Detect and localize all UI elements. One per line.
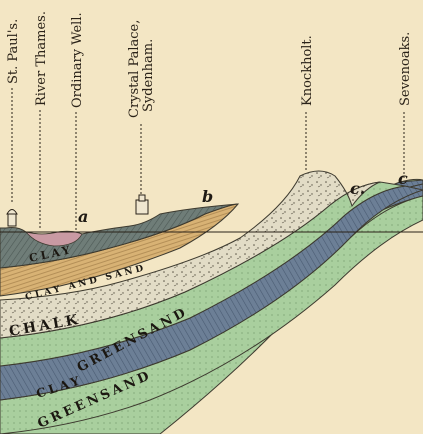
label-knockholt: Knockholt. <box>300 35 315 106</box>
label-sevenoaks: Sevenoaks. <box>398 32 413 106</box>
marker-c-first: c. <box>350 179 365 198</box>
marker-c-second: c <box>398 169 408 188</box>
marker-a: a <box>78 207 88 226</box>
label-st-pauls: St. Paul's. <box>6 19 21 84</box>
marker-b: b <box>202 187 213 206</box>
label-ordinary-well: Ordinary Well. <box>70 12 85 108</box>
label-crystal-palace-line2: Sydenham. <box>141 39 156 112</box>
st-pauls-icon <box>7 210 17 227</box>
label-crystal-palace-line1: Crystal Palace, <box>127 20 142 118</box>
label-river-thames: River Thames. <box>34 11 49 106</box>
